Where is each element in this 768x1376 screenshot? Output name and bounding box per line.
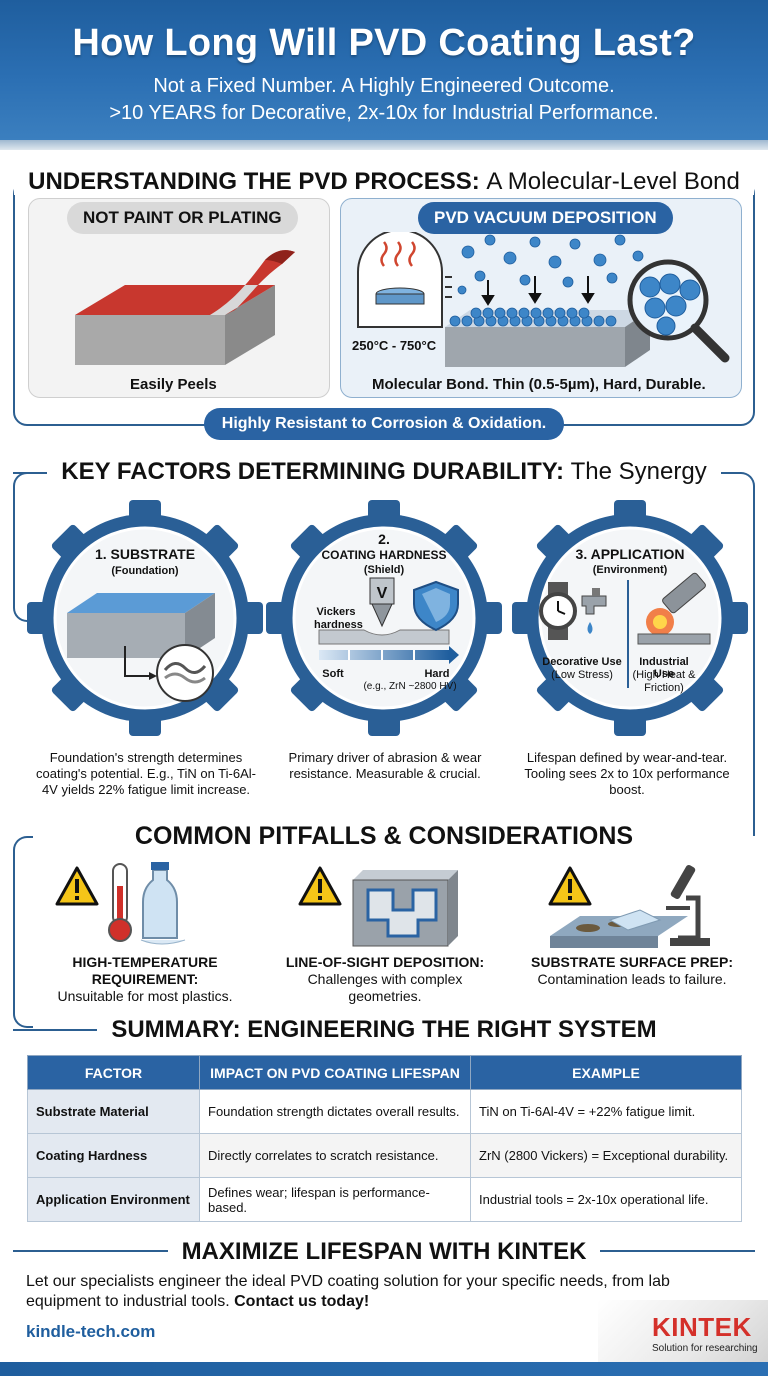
- pvd-vacuum-label: PVD VACUUM DEPOSITION: [418, 202, 673, 234]
- table-row: Coating Hardness Directly correlates to …: [27, 1133, 742, 1178]
- line-of-sight-pitfall-title: LINE-OF-SIGHT DEPOSITION:: [285, 954, 485, 970]
- hardness-gear: V: [266, 500, 502, 736]
- pitfalls-title: COMMON PITFALLS & CONSIDERATIONS: [0, 822, 768, 851]
- contact-link[interactable]: Contact us today!: [234, 1293, 370, 1310]
- logo-tagline: Solution for researching: [652, 1343, 758, 1354]
- hardness-sublabel: (Shield): [363, 564, 405, 576]
- website-link[interactable]: kindle-tech.com: [26, 1322, 156, 1341]
- vacuum-deposition-illustration: [357, 232, 730, 367]
- molecular-bond-caption: Molecular Bond. Thin (0.5-5µm), Hard, Du…: [372, 376, 706, 393]
- summary-title: SUMMARY: ENGINEERING THE RIGHT SYSTEM: [0, 1016, 768, 1044]
- svg-text:V: V: [377, 585, 388, 602]
- table-header: IMPACT ON PVD COATING LIFESPAN: [199, 1055, 471, 1090]
- page-subtitle-2: >10 YEARS for Decorative, 2x-10x for Ind…: [109, 102, 659, 124]
- substrate-label: 1. SUBSTRATE: [94, 546, 196, 562]
- cta-text: Let our specialists engineer the ideal P…: [26, 1273, 670, 1310]
- page-title: How Long Will PVD Coating Last?: [72, 22, 696, 64]
- surface-prep-pitfall-title: SUBSTRATE SURFACE PREP:: [531, 954, 733, 970]
- table-cell: Industrial tools = 2x-10x operational li…: [470, 1177, 742, 1222]
- summary-table: FACTOR IMPACT ON PVD COATING LIFESPAN EX…: [27, 1055, 742, 1222]
- decorative-use-sublabel: (Low Stress): [551, 669, 613, 681]
- corrosion-resistance-banner: Highly Resistant to Corrosion & Oxidatio…: [204, 408, 564, 440]
- zrn-example: (e.g., ZrN ~2800 HV): [363, 681, 457, 692]
- kintek-logo: KINTEK: [652, 1312, 752, 1342]
- industrial-use-sublabel: (High Heat & Friction): [632, 669, 696, 694]
- temperature-pitfall-text: Unsuitable for most plastics.: [57, 988, 233, 1004]
- surface-prep-pitfall-text: Contamination leads to failure.: [537, 971, 727, 987]
- table-cell: Substrate Material: [27, 1089, 200, 1134]
- hardness-description: Primary driver of abrasion & wear resist…: [288, 750, 482, 781]
- application-gear: [512, 500, 748, 736]
- decorative-use-label: Decorative Use: [542, 656, 622, 668]
- application-description: Lifespan defined by wear-and-tear. Tooli…: [524, 750, 730, 797]
- surface-prep-pitfall-illustration: [548, 865, 710, 948]
- footer-bar: [0, 1362, 768, 1376]
- soft-label: Soft: [322, 668, 344, 680]
- table-cell: Defines wear; lifespan is performance-ba…: [199, 1177, 471, 1222]
- table-row: Substrate Material Foundation strength d…: [27, 1089, 742, 1134]
- temperature-pitfall-illustration: [55, 862, 186, 945]
- vickers-label: Vickers hardness: [314, 606, 363, 631]
- table-cell: Application Environment: [27, 1177, 200, 1222]
- substrate-description: Foundation's strength determines coating…: [36, 750, 256, 797]
- table-cell: TiN on Ti-6Al-4V = +22% fatigue limit.: [470, 1089, 742, 1134]
- substrate-gear: [27, 500, 263, 736]
- temperature-range: 250°C - 750°C: [352, 338, 437, 353]
- pitfalls-frame: [13, 836, 33, 1028]
- factors-title: KEY FACTORS DETERMINING DURABILITY: The …: [0, 458, 768, 486]
- table-cell: Directly correlates to scratch resistanc…: [199, 1133, 471, 1178]
- easily-peels-caption: Easily Peels: [130, 376, 217, 393]
- substrate-sublabel: (Foundation): [111, 565, 179, 577]
- temperature-pitfall-title: HIGH-TEMPERATURE REQUIREMENT:: [72, 954, 218, 987]
- summary-rule: [13, 1029, 127, 1031]
- hardness-label: COATING HARDNESS: [321, 548, 447, 562]
- process-title: UNDERSTANDING THE PVD PROCESS: A Molecul…: [0, 168, 768, 196]
- cta-title: MAXIMIZE LIFESPAN WITH KINTEK: [0, 1238, 768, 1266]
- line-of-sight-pitfall-text: Challenges with complex geometries.: [307, 971, 463, 1004]
- application-sublabel: (Environment): [592, 564, 668, 576]
- table-header: EXAMPLE: [470, 1055, 742, 1090]
- table-cell: Foundation strength dictates overall res…: [199, 1089, 471, 1134]
- table-cell: ZrN (2800 Vickers) = Exceptional durabil…: [470, 1133, 742, 1178]
- peeling-coating-illustration: [75, 250, 295, 365]
- page-subtitle-1: Not a Fixed Number. A Highly Engineered …: [153, 75, 615, 97]
- table-cell: Coating Hardness: [27, 1133, 200, 1178]
- line-of-sight-pitfall-illustration: [298, 866, 458, 947]
- hardness-number: 2.: [378, 531, 390, 547]
- application-label: 3. APPLICATION: [575, 546, 685, 562]
- hard-label: Hard: [424, 668, 450, 680]
- header-banner: How Long Will PVD Coating Last? Not a Fi…: [0, 0, 768, 140]
- header-divider: [0, 140, 768, 150]
- table-row: Application Environment Defines wear; li…: [27, 1177, 742, 1222]
- table-header: FACTOR: [27, 1055, 200, 1090]
- not-paint-label: NOT PAINT OR PLATING: [67, 202, 298, 234]
- industrial-use-label: Industrial Use: [639, 656, 689, 680]
